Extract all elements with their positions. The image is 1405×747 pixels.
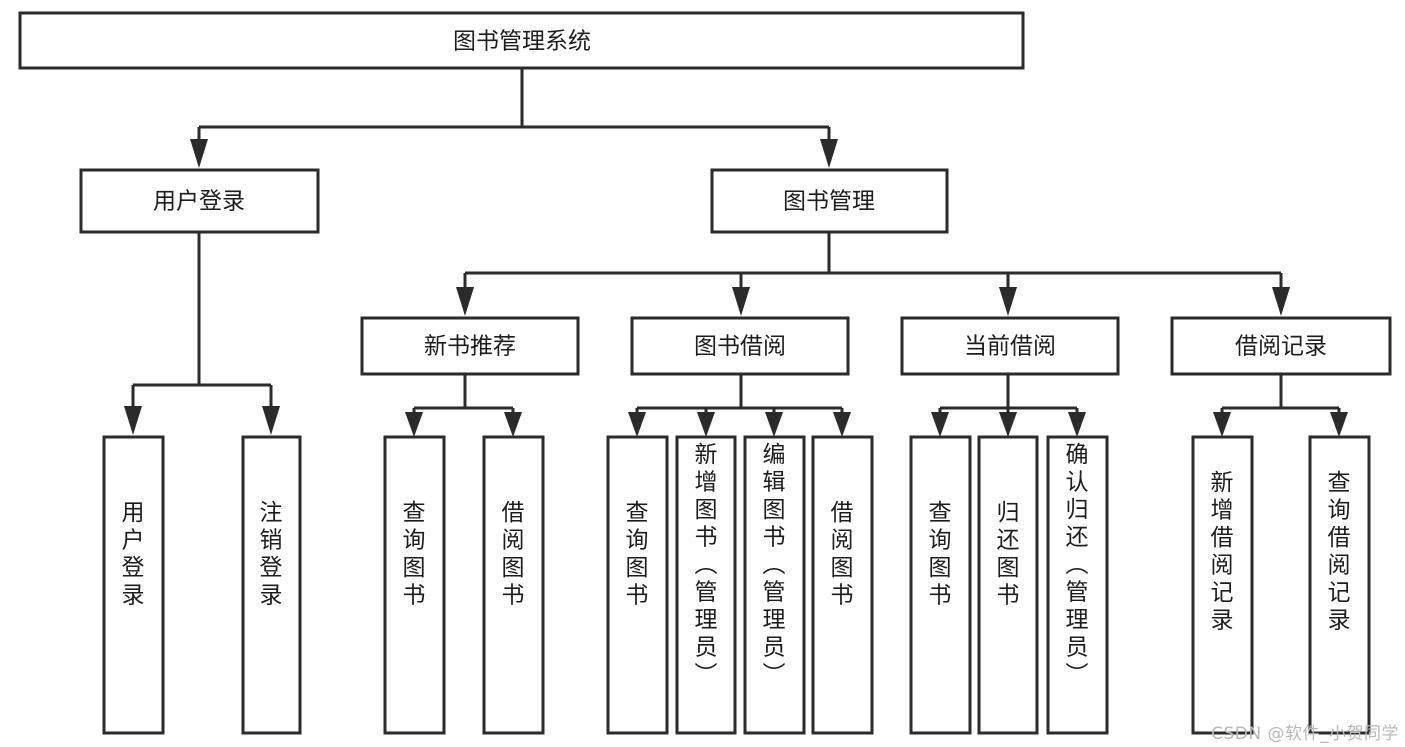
node-newbook-box[interactable] xyxy=(360,316,580,376)
node-leaf-query-book-2-box[interactable] xyxy=(606,435,669,735)
node-leaf-add-book-label: 新增图书︵管理员︶ xyxy=(695,442,718,688)
node-leaf-borrow-book-1[interactable]: 借阅图书 xyxy=(482,435,545,735)
node-leaf-user-logout-box[interactable] xyxy=(241,435,302,735)
node-borrow[interactable]: 图书借阅 xyxy=(630,316,850,376)
connector-group-root-to-level2 xyxy=(190,68,838,168)
arrow-head-leaf-confirm-return xyxy=(1068,412,1086,437)
node-leaf-confirm-return-box[interactable] xyxy=(1046,435,1109,735)
connector-group-records-to-leaves xyxy=(1213,374,1348,437)
node-leaf-query-book-3[interactable]: 查询图书 xyxy=(909,435,972,735)
connector-group-current-to-leaves xyxy=(931,374,1086,437)
node-leaf-add-book[interactable]: 新增图书︵管理员︶ xyxy=(675,435,737,735)
node-root-box[interactable] xyxy=(18,11,1025,70)
node-leaf-user-logout-label: 注销登录 xyxy=(260,500,283,609)
arrow-head-leaf-query-book-1 xyxy=(405,412,423,437)
arrow-head-login xyxy=(190,139,208,168)
node-leaf-borrow-book-1-label: 借阅图书 xyxy=(502,500,525,609)
node-leaf-add-record-box[interactable] xyxy=(1191,435,1254,735)
node-login[interactable]: 用户登录 xyxy=(79,168,320,234)
node-bookmgmt-label: 图书管理 xyxy=(783,189,875,215)
node-newbook[interactable]: 新书推荐 xyxy=(360,316,580,376)
node-leaf-add-book-box[interactable] xyxy=(675,435,737,735)
node-records[interactable]: 借阅记录 xyxy=(1170,316,1392,376)
node-leaf-query-book-2-label: 查询图书 xyxy=(626,500,649,609)
node-leaf-edit-book-box[interactable] xyxy=(743,435,806,735)
arrow-head-leaf-query-book-2 xyxy=(628,412,646,437)
node-root-label: 图书管理系统 xyxy=(453,29,591,55)
node-leaf-return-book-label: 归还图书 xyxy=(997,500,1020,609)
node-records-box[interactable] xyxy=(1170,316,1392,376)
node-leaf-user-login[interactable]: 用户登录 xyxy=(102,435,165,735)
connector-group-login-to-leaves xyxy=(124,232,280,435)
node-leaf-confirm-return[interactable]: 确认归还︵管理员︶ xyxy=(1046,435,1109,735)
node-leaf-query-book-1[interactable]: 查询图书 xyxy=(383,435,446,735)
node-leaf-borrow-book-2-box[interactable] xyxy=(811,435,874,735)
node-leaf-query-book-3-label: 查询图书 xyxy=(929,500,952,609)
node-leaf-query-book-1-box[interactable] xyxy=(383,435,446,735)
arrow-head-newbook xyxy=(456,287,474,316)
node-leaf-borrow-book-2[interactable]: 借阅图书 xyxy=(811,435,874,735)
node-borrow-box[interactable] xyxy=(630,316,850,376)
connector-group-newbook-to-leaves xyxy=(405,374,522,437)
arrow-head-leaf-query-record xyxy=(1330,412,1348,437)
node-leaf-query-record-box[interactable] xyxy=(1308,435,1371,735)
arrow-head-records xyxy=(1272,287,1290,316)
node-leaf-user-login-box[interactable] xyxy=(102,435,165,735)
node-leaf-return-book-box[interactable] xyxy=(977,435,1039,735)
node-borrow-label: 图书借阅 xyxy=(694,334,786,360)
connector-group-borrow-to-leaves xyxy=(628,374,851,437)
node-root[interactable]: 图书管理系统 xyxy=(18,11,1025,70)
node-current-box[interactable] xyxy=(900,316,1120,376)
node-current-label: 当前借阅 xyxy=(964,334,1056,360)
connector-group-bookmgmt-to-level3 xyxy=(456,232,1290,316)
node-leaf-edit-book[interactable]: 编辑图书︵管理员︶ xyxy=(743,435,806,735)
arrow-head-leaf-borrow-book-2 xyxy=(833,412,851,437)
node-leaf-user-login-label: 用户登录 xyxy=(122,500,145,609)
arrow-head-leaf-borrow-book-1 xyxy=(504,412,522,437)
arrow-head-leaf-query-book-3 xyxy=(931,412,949,437)
node-leaf-confirm-return-label: 确认归还︵管理员︶ xyxy=(1066,442,1089,688)
node-leaf-query-record-label: 查询借阅记录 xyxy=(1328,470,1351,634)
node-leaf-query-book-3-box[interactable] xyxy=(909,435,972,735)
node-records-label: 借阅记录 xyxy=(1235,334,1327,360)
node-leaf-borrow-book-1-box[interactable] xyxy=(482,435,545,735)
arrow-head-bookmgmt xyxy=(820,139,838,168)
node-bookmgmt[interactable]: 图书管理 xyxy=(710,168,949,234)
node-leaf-query-record[interactable]: 查询借阅记录 xyxy=(1308,435,1371,735)
node-bookmgmt-box[interactable] xyxy=(710,168,949,234)
arrow-head-leaf-user-login xyxy=(124,406,142,435)
node-login-box[interactable] xyxy=(79,168,320,234)
arrow-head-leaf-edit-book xyxy=(765,412,783,437)
node-newbook-label: 新书推荐 xyxy=(424,334,516,360)
arrow-head-leaf-add-record xyxy=(1213,412,1231,437)
node-leaf-add-record[interactable]: 新增借阅记录 xyxy=(1191,435,1254,735)
arrow-head-leaf-user-logout xyxy=(262,406,280,435)
node-current[interactable]: 当前借阅 xyxy=(900,316,1120,376)
node-leaf-return-book[interactable]: 归还图书 xyxy=(977,435,1039,735)
node-leaf-user-logout[interactable]: 注销登录 xyxy=(241,435,302,735)
arrow-head-borrow xyxy=(732,287,750,316)
arrow-head-leaf-add-book xyxy=(697,412,715,437)
node-leaf-add-record-label: 新增借阅记录 xyxy=(1211,470,1234,634)
arrow-head-current xyxy=(999,287,1017,316)
arrow-head-leaf-return-book xyxy=(999,412,1017,437)
node-leaf-borrow-book-2-label: 借阅图书 xyxy=(831,500,854,609)
node-leaf-query-book-1-label: 查询图书 xyxy=(403,500,426,609)
node-leaf-edit-book-label: 编辑图书︵管理员︶ xyxy=(763,442,786,688)
node-leaf-query-book-2[interactable]: 查询图书 xyxy=(606,435,669,735)
node-login-label: 用户登录 xyxy=(153,189,245,215)
